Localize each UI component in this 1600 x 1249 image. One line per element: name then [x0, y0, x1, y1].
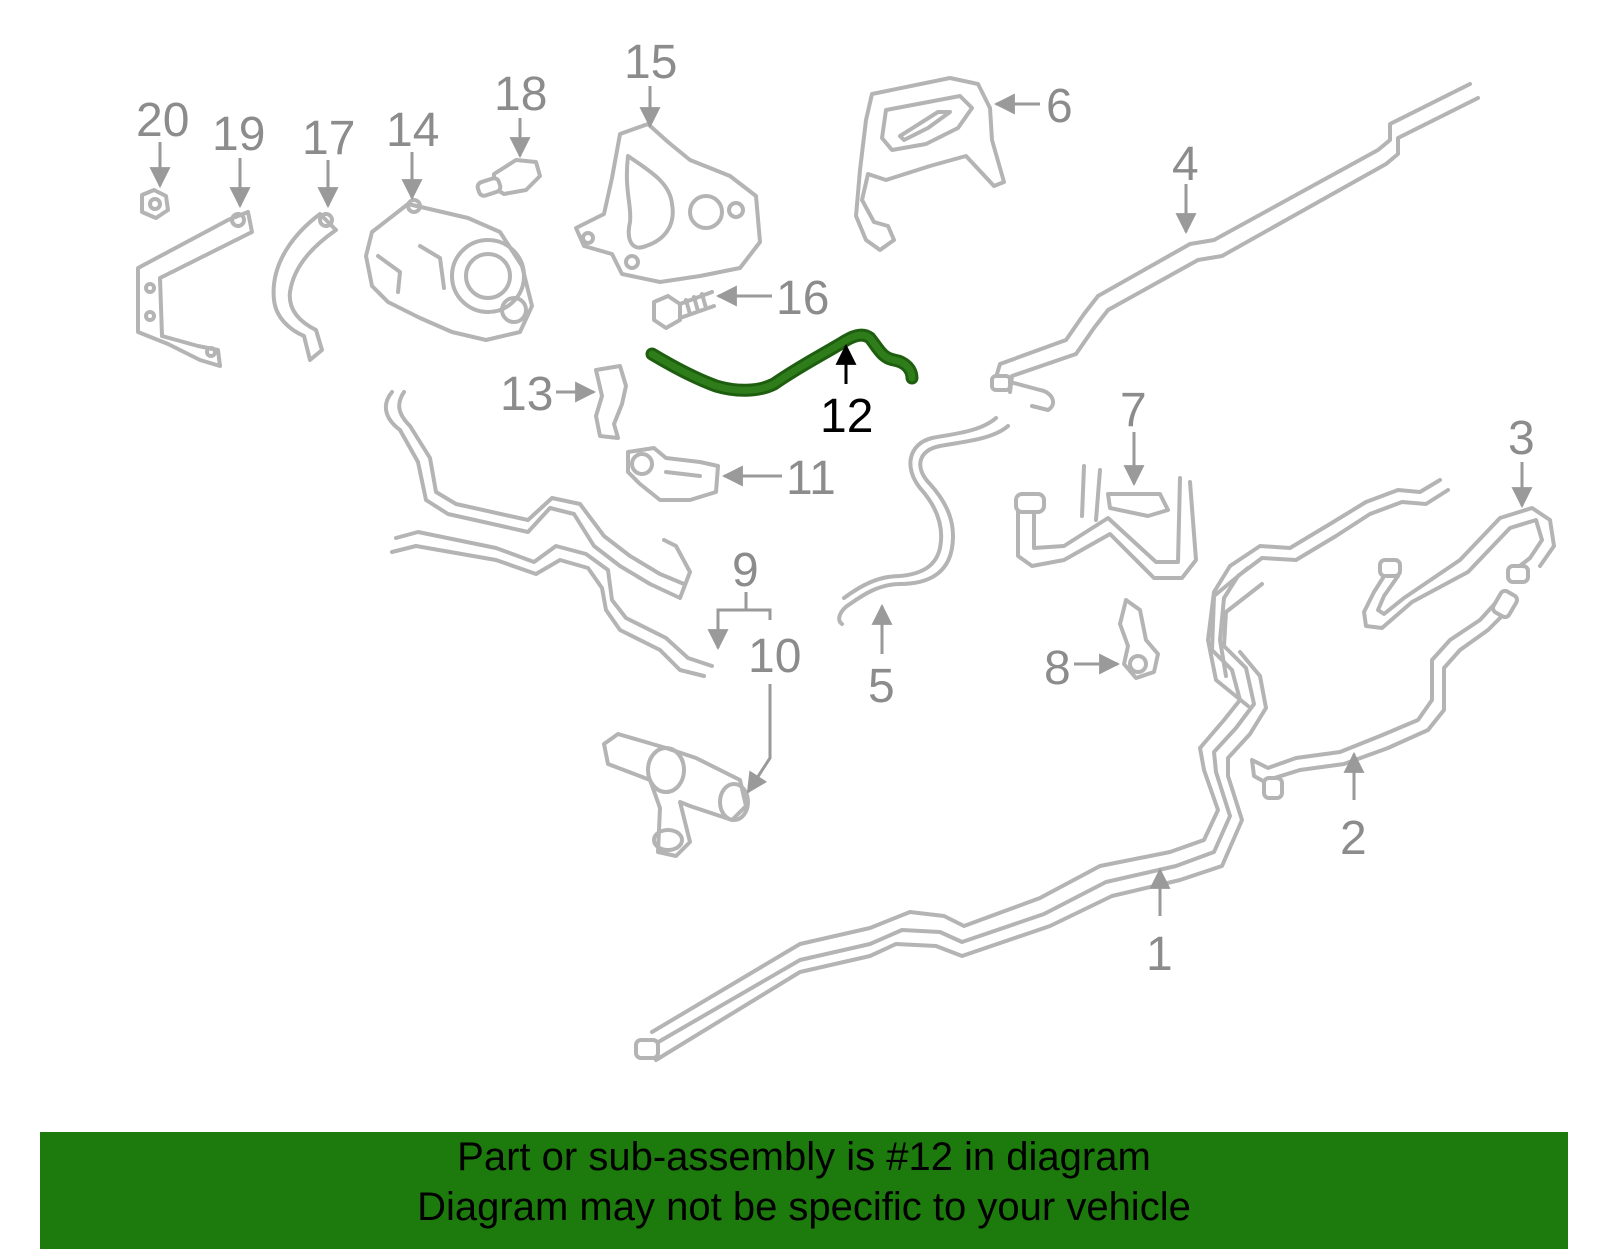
callout-12: 12 — [820, 390, 873, 443]
part-19-bracket[interactable] — [136, 210, 254, 368]
part-9-pipe[interactable] — [383, 390, 714, 678]
callout-19: 19 — [212, 108, 265, 161]
callout-1: 1 — [1146, 928, 1173, 981]
part-10-tee[interactable] — [602, 732, 750, 858]
part-5-hose[interactable] — [837, 416, 1010, 626]
callout-5: 5 — [868, 660, 895, 713]
part-12-hose-highlighted[interactable] — [645, 328, 919, 397]
part-18-sensor[interactable] — [475, 158, 542, 198]
callout-10: 10 — [748, 630, 801, 683]
part-16-bolt[interactable] — [652, 290, 716, 330]
callout-9: 9 — [732, 544, 759, 597]
part-1-lines[interactable] — [634, 566, 1268, 1062]
part-info-banner: Part or sub-assembly is #12 in diagram D… — [40, 1132, 1568, 1249]
part-17-clamp[interactable] — [271, 212, 338, 362]
callout-6: 6 — [1046, 80, 1073, 133]
leader-lines — [149, 86, 1533, 916]
callout-15: 15 — [624, 36, 677, 89]
callout-7: 7 — [1120, 384, 1147, 437]
callout-14: 14 — [386, 104, 439, 157]
callout-3: 3 — [1508, 412, 1535, 465]
parts-diagram: 20 19 17 14 18 15 6 4 16 13 12 11 7 3 9 … — [136, 36, 1556, 1062]
part-4-pipe[interactable] — [990, 82, 1480, 412]
part-20-nut[interactable] — [140, 188, 170, 220]
part-11-connector[interactable] — [626, 446, 720, 502]
part-15-housing[interactable] — [574, 122, 762, 284]
part-7-hose-assy[interactable] — [1014, 464, 1198, 580]
callout-13: 13 — [500, 368, 553, 421]
part-3-pipe[interactable] — [1362, 506, 1556, 630]
callout-2: 2 — [1340, 812, 1367, 865]
part-13-clip[interactable] — [594, 364, 628, 440]
part-6-cover[interactable] — [854, 76, 1006, 252]
callout-8: 8 — [1044, 642, 1071, 695]
banner-line-2: Diagram may not be specific to your vehi… — [417, 1185, 1191, 1229]
part-2-pipe[interactable] — [1206, 478, 1519, 800]
callout-17: 17 — [302, 112, 355, 165]
banner-line-1: Part or sub-assembly is #12 in diagram — [457, 1135, 1151, 1179]
callout-16: 16 — [776, 272, 829, 325]
callout-labels: 20 19 17 14 18 15 6 4 16 13 12 11 7 3 9 … — [136, 36, 1535, 981]
callout-18: 18 — [494, 68, 547, 121]
callout-4: 4 — [1172, 138, 1199, 191]
callout-20: 20 — [136, 94, 189, 147]
callout-11: 11 — [786, 452, 836, 505]
part-8-clip[interactable] — [1118, 598, 1160, 680]
part-14-pump[interactable] — [364, 198, 534, 342]
